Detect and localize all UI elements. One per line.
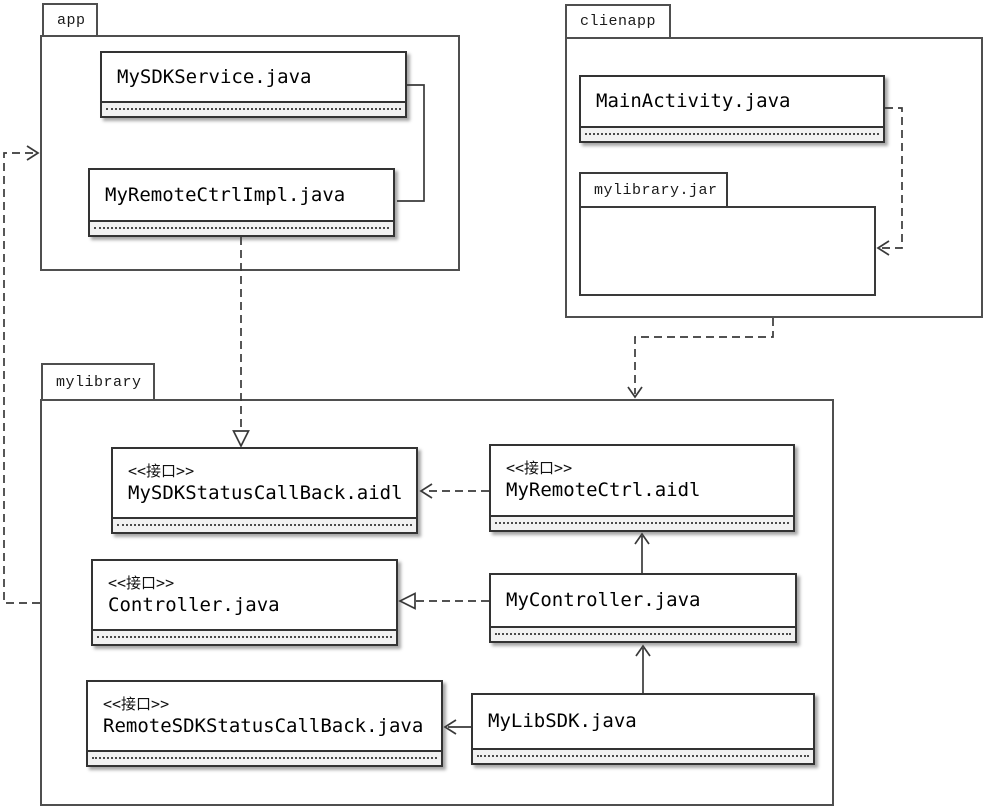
class-name: MyRemoteCtrlImpl.java (105, 183, 346, 206)
attributes-compartment (473, 748, 813, 763)
interface-stereotype: <<接口>> (103, 694, 170, 713)
class-name: MyRemoteCtrl.aidl (506, 479, 701, 501)
attributes-compartment (88, 750, 441, 765)
package-tab-app: app (42, 3, 98, 35)
class-name: MainActivity.java (596, 90, 791, 112)
package-label-app: app (57, 11, 86, 29)
interface-box-mysdkstatuscallback: <<接口>> MySDKStatusCallBack.aidl (111, 447, 418, 534)
attributes-compartment (491, 626, 795, 641)
interface-stereotype: <<接口>> (128, 461, 195, 480)
attributes-compartment (93, 629, 396, 644)
interface-box-myremotectrl: <<接口>> MyRemoteCtrl.aidl (489, 444, 795, 532)
attributes-compartment (102, 101, 405, 116)
edge-clienapp-to-mylibrary (634, 318, 774, 394)
interface-box-remotesdkstatuscallback: <<接口>> RemoteSDKStatusCallBack.java (86, 680, 443, 767)
class-name: MySDKService.java (117, 65, 312, 88)
package-tab-mylibrary-jar: mylibrary.jar (579, 172, 728, 206)
package-tab-clienapp: clienapp (565, 4, 671, 37)
interface-stereotype: <<接口>> (108, 573, 175, 592)
class-box-mainactivity: MainActivity.java (579, 75, 885, 143)
class-box-mycontroller: MyController.java (489, 573, 797, 643)
class-name: Controller.java (108, 593, 280, 616)
package-label-mylibrary: mylibrary (56, 373, 142, 391)
class-name: MySDKStatusCallBack.aidl (128, 481, 403, 504)
package-label-mylibrary-jar: mylibrary.jar (594, 181, 718, 199)
interface-box-controller: <<接口>> Controller.java (91, 559, 398, 646)
class-name: MyLibSDK.java (488, 710, 637, 732)
interface-stereotype: <<接口>> (506, 459, 573, 477)
class-name: RemoteSDKStatusCallBack.java (103, 714, 424, 737)
package-tab-mylibrary: mylibrary (41, 363, 155, 399)
class-box-myremotectrlimpl: MyRemoteCtrlImpl.java (88, 168, 395, 237)
edge-mylibrary-to-app (3, 152, 40, 604)
attributes-compartment (581, 126, 883, 141)
class-box-mysdkservice: MySDKService.java (100, 51, 407, 118)
class-box-mylibsdk: MyLibSDK.java (471, 693, 815, 765)
attributes-compartment (113, 517, 416, 532)
class-name: MyController.java (506, 589, 701, 611)
arrowhead-open-down-mylibrary (627, 386, 643, 399)
attributes-compartment (491, 515, 793, 530)
package-label-clienapp: clienapp (580, 13, 657, 30)
attributes-compartment (90, 220, 393, 235)
arrowhead-open-into-app (26, 145, 40, 161)
package-body-mylibrary-jar (579, 206, 876, 296)
